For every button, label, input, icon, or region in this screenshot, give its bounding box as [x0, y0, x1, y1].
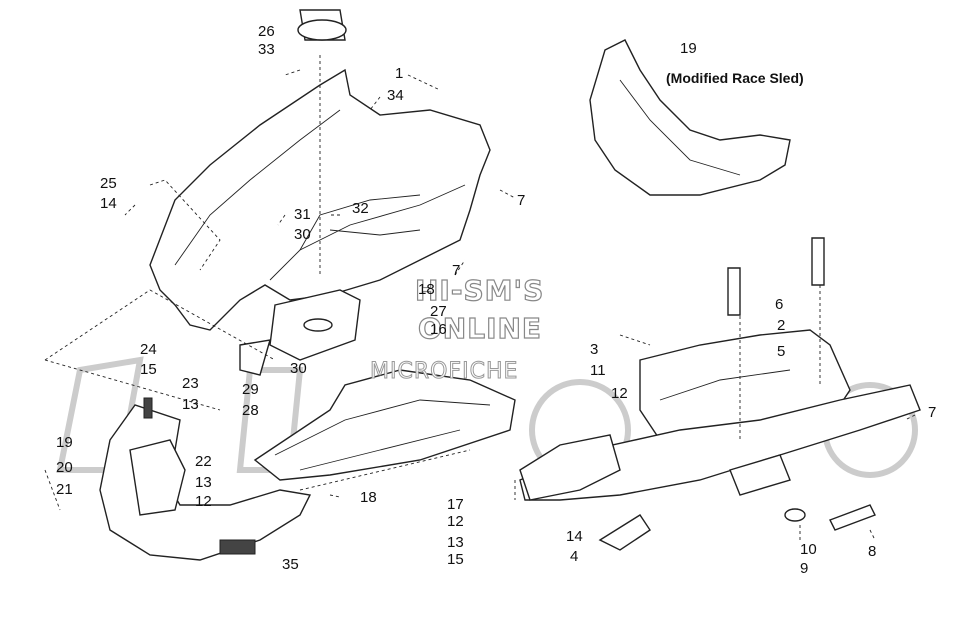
callout-12: 12: [447, 513, 464, 530]
callout-13: 13: [447, 534, 464, 551]
callout-18: 18: [418, 281, 435, 298]
decal-35: [219, 539, 256, 555]
callout-18: 18: [360, 489, 377, 506]
callout-15: 15: [447, 551, 464, 568]
callout-26: 26: [258, 23, 275, 40]
bumper-left: [99, 397, 312, 561]
callout-24: 24: [140, 341, 157, 358]
callout-13: 13: [195, 474, 212, 491]
callout-32: 32: [352, 200, 369, 217]
callout-25: 25: [100, 175, 117, 192]
watermark-text: HI-SM'S ONLINE MICROFICHE: [370, 273, 544, 384]
callout-27: 27: [430, 303, 447, 320]
callout-19: 19: [680, 40, 697, 57]
callout-31: 31: [294, 206, 311, 223]
callout-6: 6: [775, 296, 783, 313]
callout-23: 23: [182, 375, 199, 392]
callout-35: 35: [282, 556, 299, 573]
callout-15: 15: [140, 361, 157, 378]
callout-12: 12: [611, 385, 628, 402]
callout-33: 33: [258, 41, 275, 58]
callout-3: 3: [590, 341, 598, 358]
callout-11: 11: [590, 362, 606, 379]
callout-10: 10: [800, 541, 817, 558]
callout-8: 8: [868, 543, 876, 560]
callout-34: 34: [387, 87, 404, 104]
callout-16: 16: [430, 321, 447, 338]
callout-1: 1: [395, 65, 403, 82]
callout-22: 22: [195, 453, 212, 470]
callout-13: 13: [182, 396, 199, 413]
callout-19: 19: [56, 434, 73, 451]
callout-17: 17: [447, 496, 464, 513]
caption-modified-race-sled: (Modified Race Sled): [666, 70, 804, 86]
watermark-line1: HI-SM'S: [415, 274, 544, 307]
callout-14: 14: [100, 195, 117, 212]
watermark-line3: MICROFICHE: [370, 359, 518, 384]
callout-20: 20: [56, 459, 73, 476]
belly-pan-lower: [253, 369, 516, 481]
clip-23: [143, 397, 153, 419]
filler-ring: [297, 19, 347, 41]
callout-28: 28: [242, 402, 259, 419]
callout-4: 4: [570, 548, 578, 565]
callout-30: 30: [294, 226, 311, 243]
callout-29: 29: [242, 381, 259, 398]
callout-30: 30: [290, 360, 307, 377]
callout-21: 21: [56, 481, 73, 498]
callout-7: 7: [452, 262, 460, 279]
callout-12: 12: [195, 493, 212, 510]
callout-7: 7: [517, 192, 525, 209]
race-sled-bumper: [589, 39, 791, 196]
watermark-line2: ONLINE: [418, 312, 542, 345]
leader-lines: [44, 55, 916, 541]
bracket-4: [598, 514, 651, 551]
callout-2: 2: [777, 317, 785, 334]
skid-plate-center: [239, 289, 361, 376]
chassis-right: [519, 237, 921, 551]
callout-5: 5: [777, 343, 785, 360]
callout-14: 14: [566, 528, 583, 545]
callout-9: 9: [800, 560, 808, 577]
callout-7: 7: [928, 404, 936, 421]
